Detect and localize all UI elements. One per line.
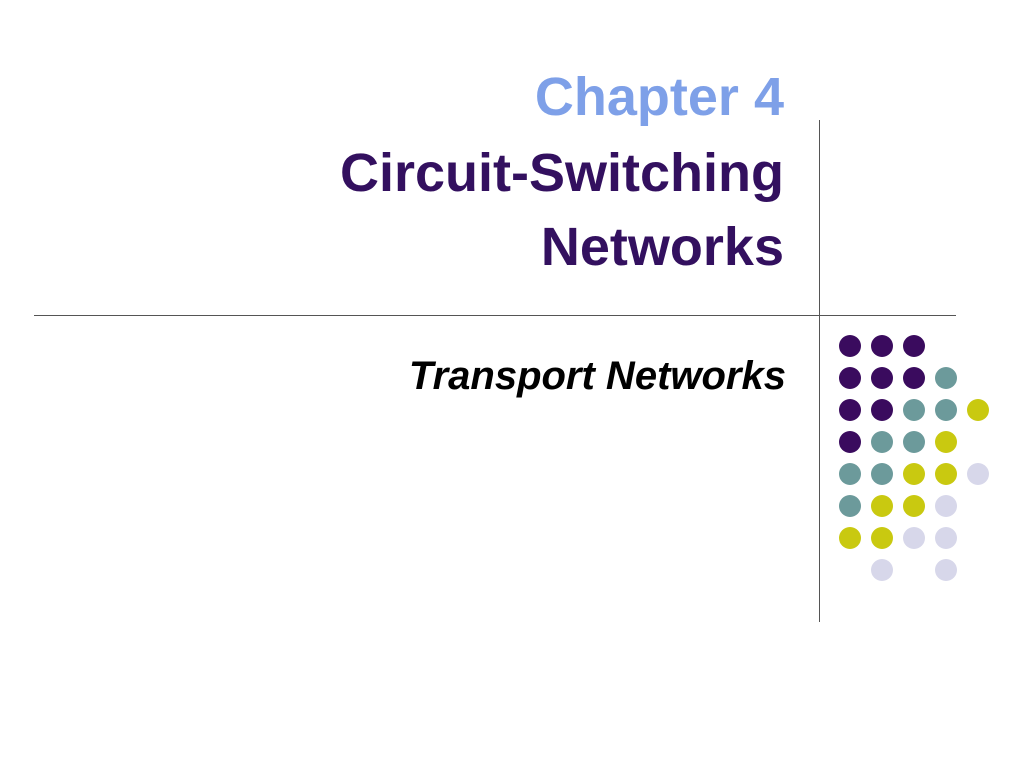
decorative-dot xyxy=(839,335,861,357)
decorative-dot xyxy=(839,463,861,485)
decorative-dot xyxy=(871,335,893,357)
decorative-dot xyxy=(935,431,957,453)
decorative-dot xyxy=(903,399,925,421)
decorative-dot xyxy=(839,527,861,549)
slide-subtitle: Transport Networks xyxy=(408,354,786,398)
decorative-dot xyxy=(839,367,861,389)
decorative-dot xyxy=(871,559,893,581)
decorative-dot xyxy=(839,431,861,453)
title-line-networks: Networks xyxy=(540,217,784,277)
decorative-dot xyxy=(935,559,957,581)
decorative-dot xyxy=(871,431,893,453)
title-chapter: Chapter 4 xyxy=(534,67,784,127)
decorative-dot xyxy=(967,463,989,485)
decorative-dot xyxy=(871,367,893,389)
decorative-dot xyxy=(903,431,925,453)
decorative-dot xyxy=(935,463,957,485)
decorative-dot xyxy=(967,399,989,421)
decorative-dot xyxy=(871,495,893,517)
decorative-dot xyxy=(839,399,861,421)
decorative-dot xyxy=(903,495,925,517)
decorative-dot xyxy=(871,527,893,549)
decorative-dot xyxy=(903,463,925,485)
decorative-dot xyxy=(839,495,861,517)
decorative-dot xyxy=(903,527,925,549)
decorative-dot xyxy=(871,463,893,485)
decorative-dot xyxy=(935,527,957,549)
horizontal-divider xyxy=(34,315,956,316)
decorative-dot xyxy=(935,495,957,517)
slide-title: Chapter 4 Circuit-Switching Networks xyxy=(84,70,784,274)
decorative-dot xyxy=(903,335,925,357)
decorative-dot xyxy=(935,399,957,421)
decorative-dot xyxy=(903,367,925,389)
title-line-circuit-switching: Circuit-Switching xyxy=(340,143,784,203)
decorative-dot xyxy=(935,367,957,389)
vertical-divider xyxy=(819,120,820,622)
decorative-dot xyxy=(871,399,893,421)
